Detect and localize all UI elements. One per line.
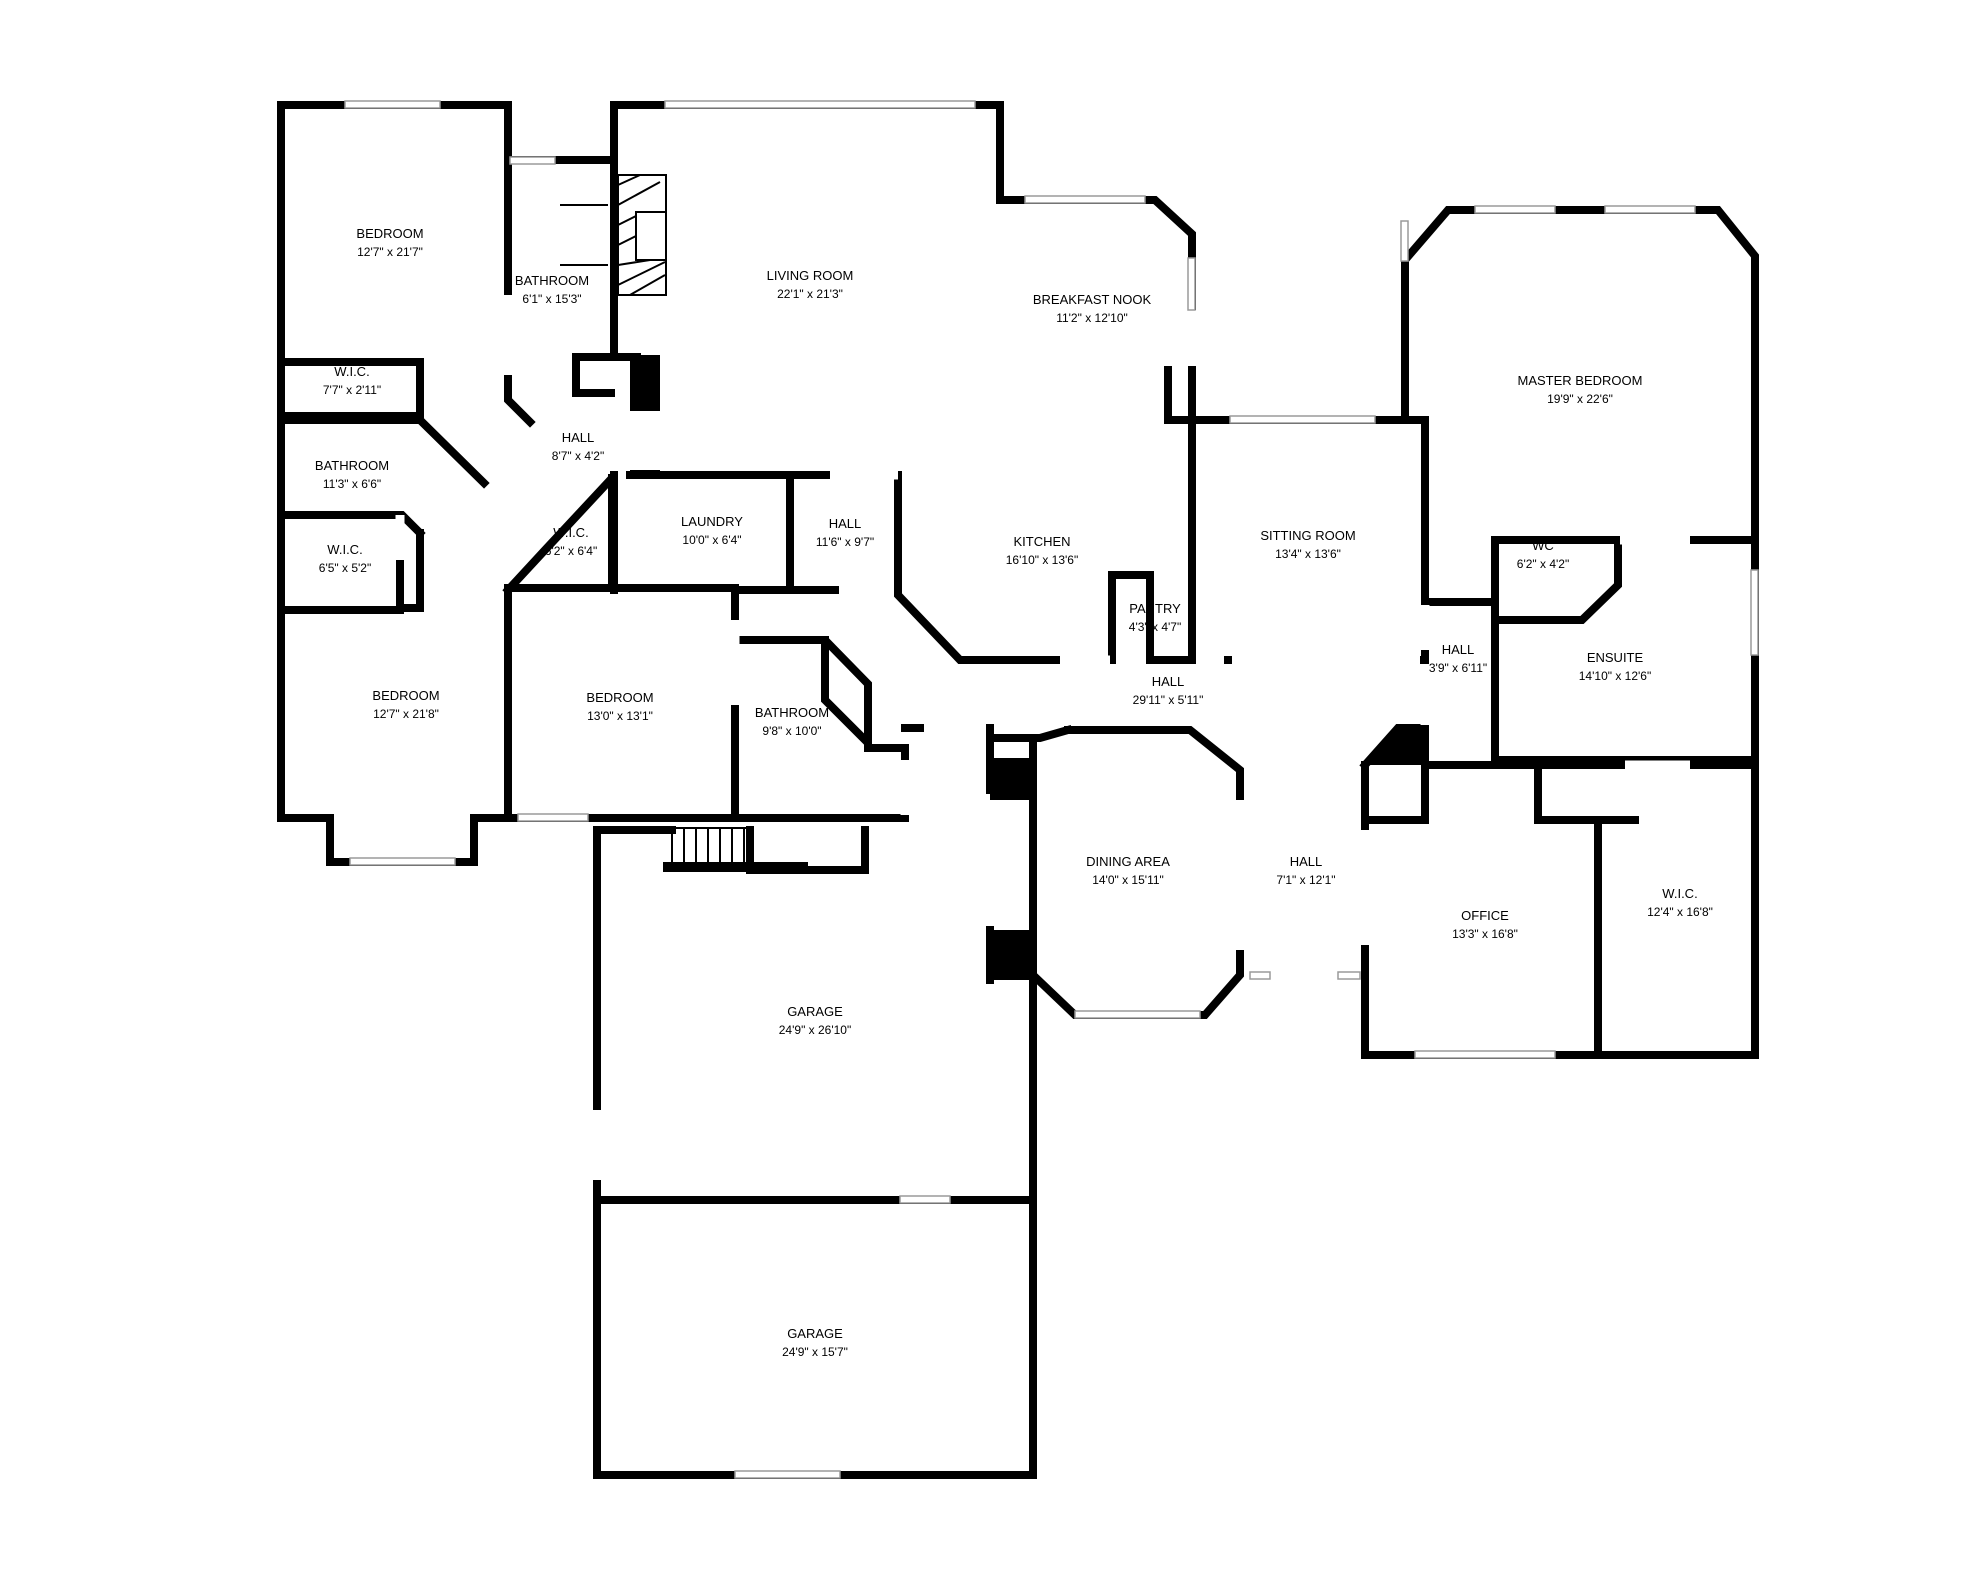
- room-dims-bathroom-3: 9'8" x 10'0": [762, 724, 821, 738]
- room-dims-office: 13'3" x 16'8": [1452, 927, 1518, 941]
- room-name-sitting-room: SITTING ROOM: [1260, 528, 1355, 543]
- room-name-bathroom-2: BATHROOM: [315, 458, 389, 473]
- room-name-master-bedroom: MASTER BEDROOM: [1518, 373, 1643, 388]
- room-name-kitchen: KITCHEN: [1013, 534, 1070, 549]
- room-name-wic-2: W.I.C.: [327, 542, 362, 557]
- room-name-laundry: LAUNDRY: [681, 514, 743, 529]
- room-dims-wic-3: 6'2" x 6'4": [545, 544, 597, 558]
- room-dims-pantry: 4'3" x 4'7": [1129, 620, 1181, 634]
- room-name-bedroom-3: BEDROOM: [586, 690, 653, 705]
- room-dims-wic-1: 7'7" x 2'11": [323, 383, 381, 397]
- room-dims-master-bedroom: 19'9" x 22'6": [1547, 392, 1613, 406]
- room-name-bedroom-2: BEDROOM: [372, 688, 439, 703]
- room-dims-laundry: 10'0" x 6'4": [682, 533, 741, 547]
- bathroom-fixtures: [560, 204, 608, 266]
- room-name-wc: WC: [1532, 538, 1554, 553]
- room-name-bathroom-3: BATHROOM: [755, 705, 829, 720]
- room-dims-hall-2: 11'6" x 9'7": [816, 535, 874, 549]
- room-dims-breakfast-nook: 11'2" x 12'10": [1056, 311, 1128, 325]
- room-name-living-room: LIVING ROOM: [767, 268, 854, 283]
- room-dims-ensuite: 14'10" x 12'6": [1579, 669, 1652, 683]
- room-name-ensuite: ENSUITE: [1587, 650, 1644, 665]
- room-labels: BEDROOM 12'7" x 21'7" BATHROOM 6'1" x 15…: [315, 226, 1713, 1359]
- room-dims-dining-area: 14'0" x 15'11": [1092, 873, 1164, 887]
- room-name-wic-4: W.I.C.: [1662, 886, 1697, 901]
- room-name-breakfast-nook: BREAKFAST NOOK: [1033, 292, 1152, 307]
- room-dims-living-room: 22'1" x 21'3": [777, 287, 843, 301]
- room-name-office: OFFICE: [1461, 908, 1509, 923]
- room-name-hall-3: HALL: [1442, 642, 1475, 657]
- room-dims-wc: 6'2" x 4'2": [1517, 557, 1569, 571]
- room-name-hall-1: HALL: [562, 430, 595, 445]
- room-name-hall-4: HALL: [1152, 674, 1185, 689]
- room-dims-wic-4: 12'4" x 16'8": [1647, 905, 1713, 919]
- room-dims-garage-1: 24'9" x 26'10": [779, 1023, 852, 1037]
- stairs-icon: [671, 827, 751, 864]
- room-dims-kitchen: 16'10" x 13'6": [1006, 553, 1079, 567]
- room-dims-bathroom-1: 6'1" x 15'3": [522, 292, 581, 306]
- room-name-garage-2: GARAGE: [787, 1326, 843, 1341]
- fireplace-icon: [617, 174, 667, 296]
- room-dims-garage-2: 24'9" x 15'7": [782, 1345, 848, 1359]
- room-dims-sitting-room: 13'4" x 13'6": [1275, 547, 1341, 561]
- room-name-wic-3: W.I.C.: [553, 525, 588, 540]
- room-dims-hall-1: 8'7" x 4'2": [552, 449, 604, 463]
- room-dims-bathroom-2: 11'3" x 6'6": [323, 477, 381, 491]
- room-dims-hall-3: 3'9" x 6'11": [1429, 661, 1487, 675]
- room-dims-bedroom-3: 13'0" x 13'1": [587, 709, 653, 723]
- room-dims-hall-4: 29'11" x 5'11": [1133, 693, 1204, 707]
- room-dims-wic-2: 6'5" x 5'2": [319, 561, 371, 575]
- room-dims-bedroom-1: 12'7" x 21'7": [357, 245, 423, 259]
- room-name-hall-2: HALL: [829, 516, 862, 531]
- windows: [344, 100, 1759, 1479]
- room-dims-bedroom-2: 12'7" x 21'8": [373, 707, 439, 721]
- wall-masses: [630, 355, 1425, 980]
- room-dims-hall-5: 7'1" x 12'1": [1276, 873, 1335, 887]
- room-name-bedroom-1: BEDROOM: [356, 226, 423, 241]
- room-name-wic-1: W.I.C.: [334, 364, 369, 379]
- room-name-dining-area: DINING AREA: [1086, 854, 1170, 869]
- room-name-pantry: PANTRY: [1129, 601, 1181, 616]
- room-name-bathroom-1: BATHROOM: [515, 273, 589, 288]
- room-name-garage-1: GARAGE: [787, 1004, 843, 1019]
- openings: [395, 295, 1690, 1180]
- room-name-hall-5: HALL: [1290, 854, 1323, 869]
